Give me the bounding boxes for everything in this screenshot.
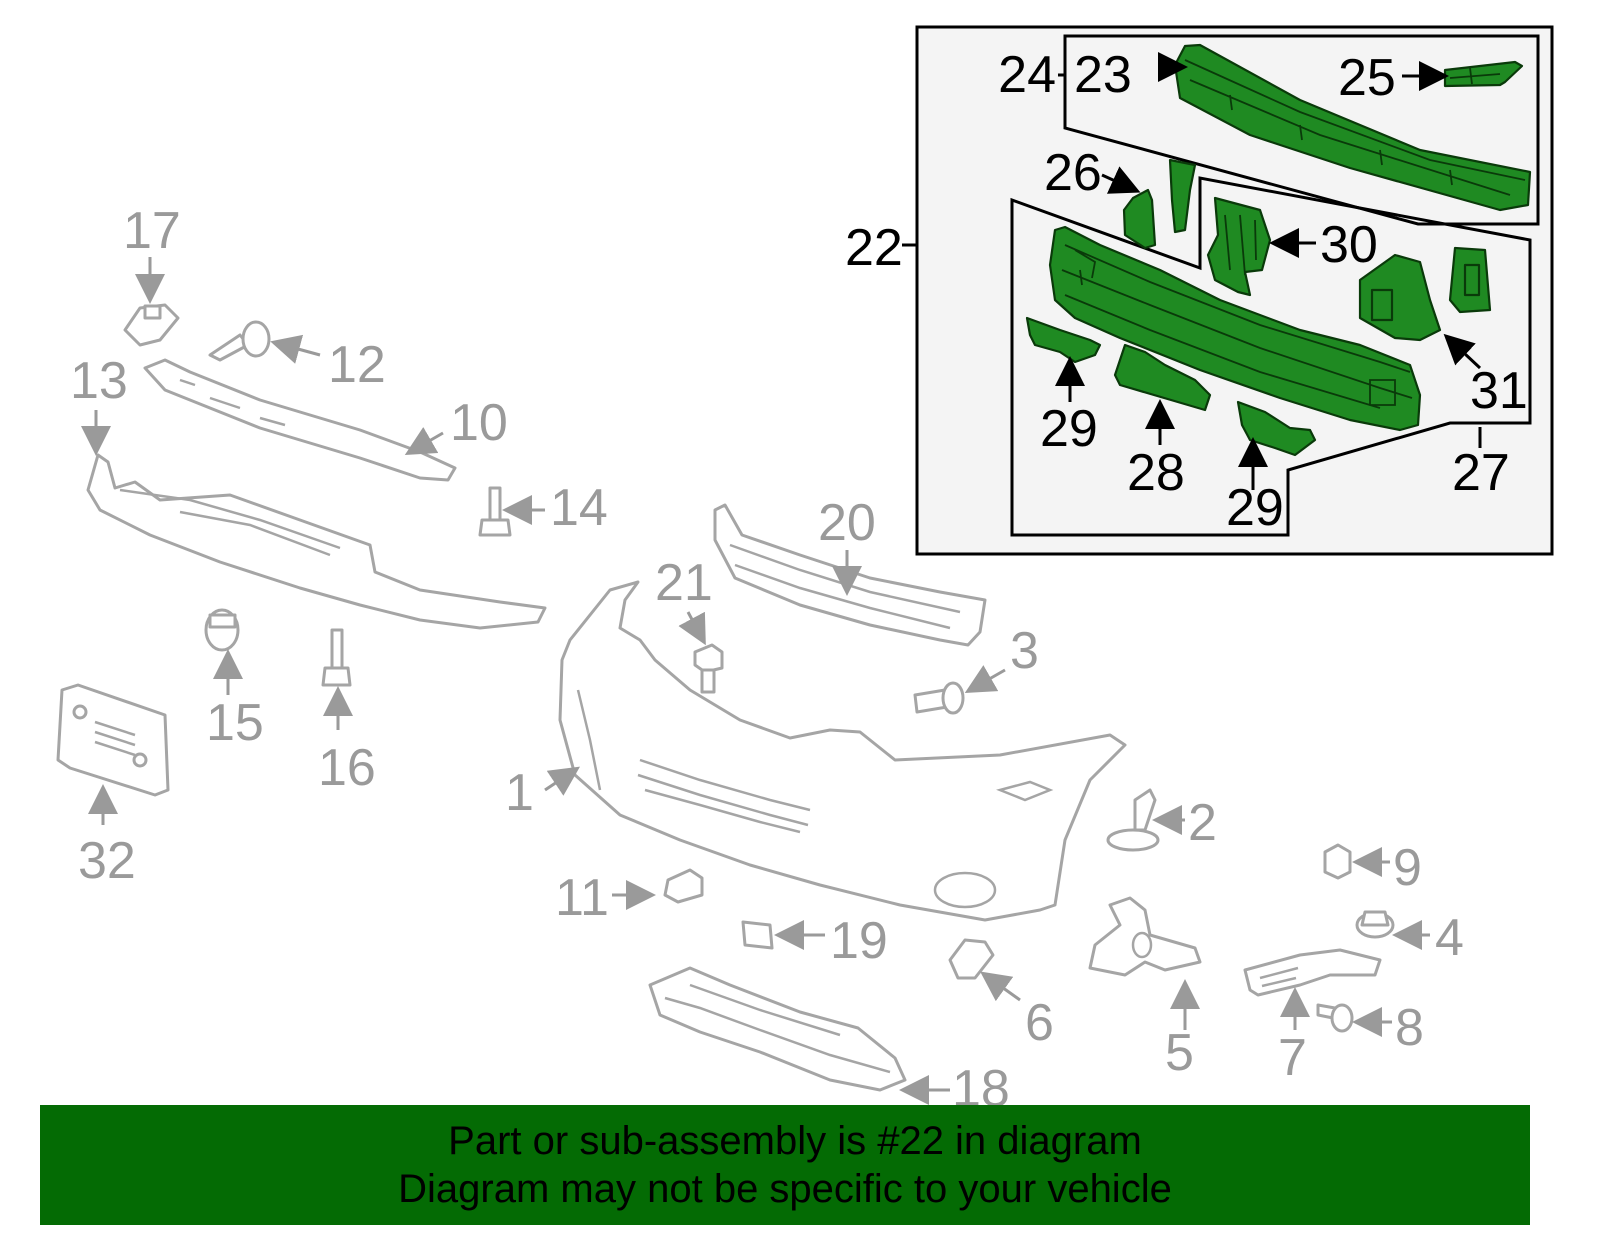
part-7-bracket — [1243, 948, 1382, 997]
callout-17: 17 — [123, 202, 181, 260]
callout-6: 6 — [1025, 994, 1054, 1052]
callout-7: 7 — [1278, 1029, 1307, 1087]
callout-19: 19 — [830, 912, 888, 970]
callout-10: 10 — [450, 394, 508, 452]
subgroup-24-frame — [1063, 34, 1540, 226]
callout-15: 15 — [206, 694, 264, 752]
part-17-clip — [123, 303, 180, 347]
part-23-upper-bar — [1173, 43, 1532, 212]
part-3-screw — [913, 681, 965, 715]
part-21-bolt — [693, 643, 724, 694]
callout-4: 4 — [1435, 909, 1464, 967]
callout-27: 27 — [1452, 444, 1510, 502]
part-8-bolt — [1316, 1003, 1354, 1033]
part-6-clip — [948, 938, 995, 980]
part-11-clip — [663, 868, 704, 904]
callout-29-right: 29 — [1226, 479, 1284, 537]
callout-26: 26 — [1044, 144, 1102, 202]
part-5-bracket — [1088, 896, 1202, 977]
callout-29-left: 29 — [1040, 400, 1098, 458]
part-30-bracket — [1206, 196, 1272, 297]
subgroup-27-frame — [1010, 176, 1532, 537]
callout-20: 20 — [818, 494, 876, 552]
callout-13: 13 — [70, 352, 128, 410]
part-1-bumper-cover — [558, 580, 1127, 922]
callout-25: 25 — [1338, 49, 1396, 107]
footer-line-2: Diagram may not be specific to your vehi… — [398, 1167, 1172, 1211]
part-29-left — [1025, 316, 1102, 364]
part-9-nut — [1323, 843, 1352, 880]
part-16-pin — [321, 628, 352, 687]
inset-assembly-22 — [902, 25, 1554, 556]
callout-1: 1 — [505, 764, 534, 822]
part-19-clip — [741, 920, 774, 950]
part-31-mounts — [1358, 246, 1492, 342]
callout-24: 24 — [998, 46, 1056, 104]
callout-32: 32 — [78, 832, 136, 890]
callout-22: 22 — [845, 219, 903, 277]
callout-5: 5 — [1165, 1024, 1194, 1082]
part-28-strip — [1113, 343, 1212, 412]
callout-3: 3 — [1010, 622, 1039, 680]
part-12-screw — [208, 320, 271, 362]
callout-16: 16 — [318, 739, 376, 797]
footer-banner: Part or sub-assembly is #22 in diagram D… — [40, 1105, 1530, 1225]
callout-21: 21 — [655, 554, 713, 612]
callout-31: 31 — [1470, 362, 1528, 420]
part-27-main-bar — [1048, 225, 1422, 432]
part-13-deflector — [86, 453, 547, 630]
part-15-clip — [204, 608, 240, 652]
part-2-pin — [1106, 788, 1160, 852]
callout-11: 11 — [555, 869, 609, 927]
callout-8: 8 — [1395, 999, 1424, 1057]
callout-30: 30 — [1320, 216, 1378, 274]
callout-28: 28 — [1127, 444, 1185, 502]
part-4-nut — [1355, 910, 1395, 939]
part-32-plate-bracket — [56, 683, 170, 797]
part-14-pin — [478, 486, 512, 537]
callout-12: 12 — [328, 336, 386, 394]
callout-9: 9 — [1393, 839, 1422, 897]
part-10-absorber — [143, 358, 457, 482]
footer-line-1: Part or sub-assembly is #22 in diagram — [448, 1119, 1142, 1163]
callout-14: 14 — [550, 479, 608, 537]
callout-2: 2 — [1188, 794, 1217, 852]
callout-23: 23 — [1074, 46, 1132, 104]
part-18-absorber — [648, 966, 907, 1092]
part-26-brackets — [1122, 158, 1197, 250]
